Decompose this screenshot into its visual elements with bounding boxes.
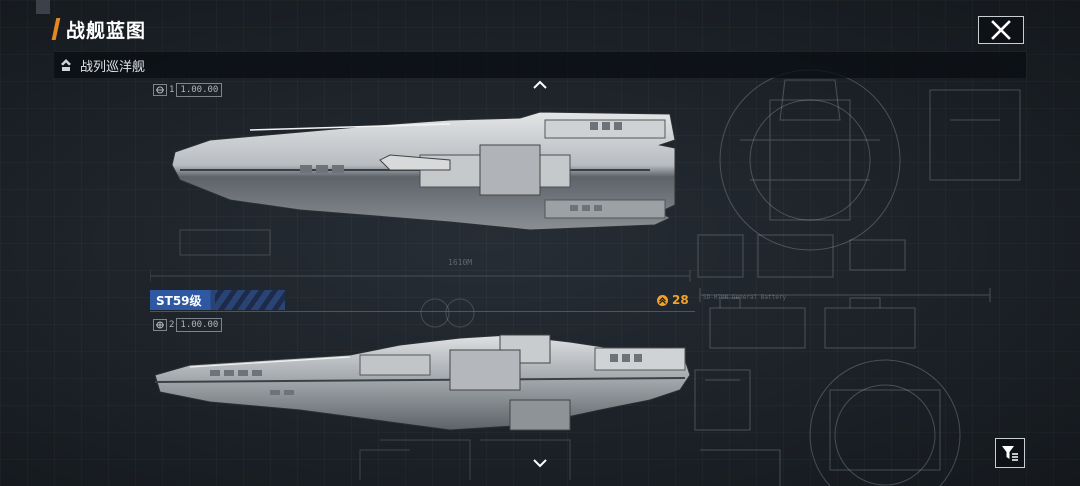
ship2-model[interactable] <box>150 330 695 440</box>
ship2-scale-tag: 2 1.00.00 <box>153 318 223 332</box>
ship1-model[interactable] <box>150 100 695 240</box>
ship2-underline <box>150 311 695 312</box>
close-button[interactable] <box>978 16 1024 44</box>
ship2-banner-stripes <box>215 290 285 310</box>
blueprint-schematics <box>694 69 1021 486</box>
battlecruiser-silhouette <box>171 111 676 231</box>
page-title: 战舰蓝图 <box>66 19 147 42</box>
ship2-name: ST59级 <box>156 293 202 308</box>
command-point-icon <box>657 294 668 306</box>
filter-icon <box>1002 446 1018 461</box>
ship-class-bar: 战列巡洋舰 <box>54 51 1026 78</box>
ship1-scale-icon <box>153 84 167 96</box>
rank-chevron-icon <box>61 59 71 71</box>
ship2-cost: 28 <box>656 293 689 307</box>
blueprint-battery-label: SD-H70R General Battery <box>703 294 787 301</box>
ship2-cost-value: 28 <box>672 293 689 307</box>
chevron-down-icon[interactable] <box>531 458 549 468</box>
chevron-up-icon[interactable] <box>531 80 549 90</box>
ship2-scale-value: 1.00.00 <box>176 318 223 332</box>
corner-decoration <box>36 0 50 14</box>
close-icon <box>991 20 1011 40</box>
ship2-name-banner: ST59级 <box>150 290 285 310</box>
ship1-variant-number: 1 <box>169 85 175 95</box>
blueprint-lines-left <box>150 229 691 480</box>
ship2-variant-number: 2 <box>169 320 175 330</box>
filter-button[interactable] <box>995 438 1025 468</box>
ship-class-label: 战列巡洋舰 <box>80 59 146 75</box>
ship1-scale-tag: 1 1.00.00 <box>153 83 223 97</box>
ship1-length-label: 1610M <box>448 258 473 267</box>
st59-silhouette <box>154 334 691 431</box>
ship2-scale-icon <box>153 319 167 331</box>
page-header: 战舰蓝图 <box>51 16 147 42</box>
ship1-scale-value: 1.00.00 <box>176 83 223 97</box>
